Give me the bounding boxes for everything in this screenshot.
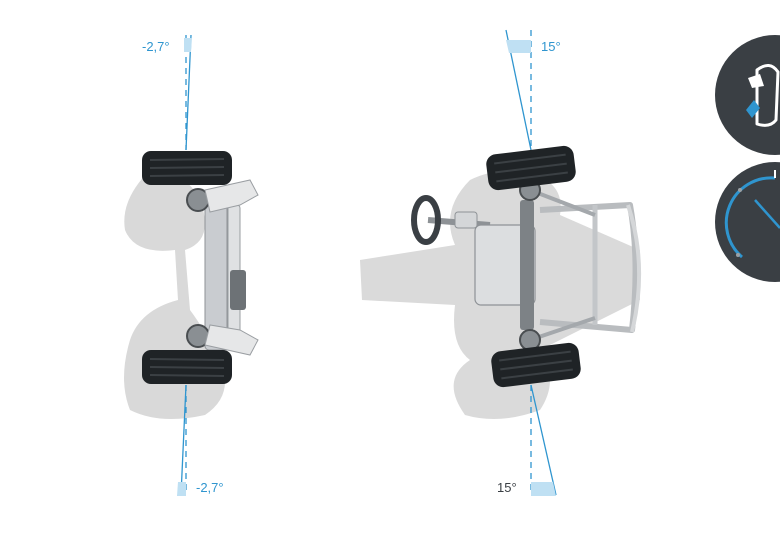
front-angle-wedge-bottom bbox=[531, 482, 556, 496]
rear-actuator bbox=[230, 270, 246, 310]
rear-angle-label-bottom: -2,7° bbox=[196, 480, 224, 495]
rear-angle-label-top: -2,7° bbox=[142, 39, 170, 54]
steering-mode-gauge-icon bbox=[715, 35, 780, 155]
front-axle-assembly bbox=[360, 29, 642, 496]
front-steering-rack bbox=[520, 200, 534, 330]
rear-wheel-angle-line-bottom bbox=[180, 384, 187, 496]
front-tire-top bbox=[486, 145, 576, 191]
rear-axle-assembly bbox=[124, 34, 259, 496]
front-bumper-beam bbox=[626, 204, 642, 333]
front-control-arm-top bbox=[529, 188, 596, 217]
front-wheel-angle-line-bottom bbox=[530, 384, 557, 496]
front-angle-wedge-top bbox=[506, 40, 531, 53]
rear-upper-arm-bottom bbox=[204, 324, 259, 356]
front-control-arm-bottom bbox=[529, 316, 596, 342]
rear-angle-wedge-top bbox=[184, 38, 192, 52]
front-angle-label-bottom: 15° bbox=[497, 480, 517, 495]
rear-tire-bottom bbox=[142, 350, 232, 384]
speed-gauge-icon bbox=[715, 162, 780, 282]
steering-wheel bbox=[411, 195, 441, 245]
rear-wheel-angle-line-top bbox=[185, 34, 192, 151]
front-angle-label-top: 15° bbox=[541, 39, 561, 54]
rear-tire-top bbox=[142, 151, 232, 185]
rear-upper-arm-top bbox=[204, 179, 259, 213]
rear-angle-wedge-bottom bbox=[177, 482, 186, 496]
front-tire-bottom bbox=[491, 342, 581, 388]
steering-gearbox bbox=[454, 211, 478, 229]
